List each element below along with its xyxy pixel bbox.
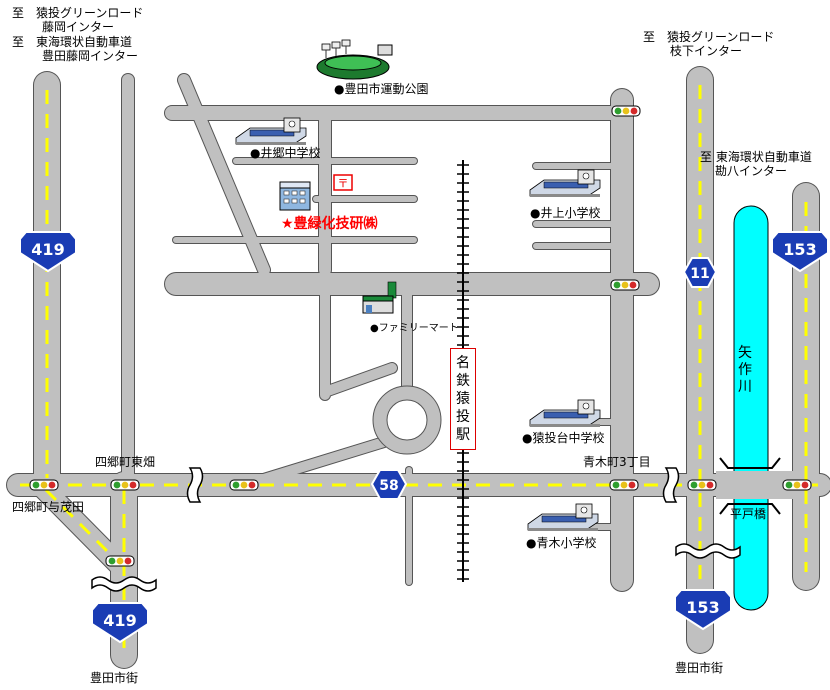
traffic-light-icon bbox=[229, 479, 259, 491]
traffic-light-icon bbox=[29, 479, 59, 491]
traffic-light-icon bbox=[687, 479, 717, 491]
dest-label-nw-1: 至 猿投グリーンロード bbox=[12, 6, 144, 20]
river-yahagi bbox=[733, 205, 769, 611]
dest-label-e-2: 勘八インター bbox=[715, 164, 788, 178]
dest-label-nw-2: 藤岡インター bbox=[42, 20, 115, 34]
school-icon bbox=[529, 399, 601, 427]
route-153-shield-south: 153 bbox=[674, 589, 732, 631]
school-icon bbox=[235, 117, 601, 531]
route-58-shield: 58 bbox=[370, 469, 408, 500]
traffic-light-icon bbox=[105, 555, 135, 567]
school-icon bbox=[527, 503, 599, 531]
dest-label-ne-2: 枝下インター bbox=[670, 44, 743, 58]
intersection-aoki: 青木町3丁目 bbox=[583, 455, 651, 469]
dest-label-nw-4: 豊田藤岡インター bbox=[42, 49, 139, 63]
traffic-light-icon bbox=[611, 105, 641, 117]
intersection-shigo-yomoda: 四郷町与茂田 bbox=[12, 500, 85, 514]
station-label: 名鉄猿投駅 bbox=[456, 355, 470, 443]
traffic-light-icon bbox=[610, 279, 640, 291]
familymart-icon bbox=[362, 281, 397, 314]
traffic-lights bbox=[29, 105, 812, 567]
stadium-label: ●豊田市運動公園 bbox=[334, 82, 429, 96]
company-building-icon bbox=[279, 181, 311, 211]
es-inoue-label: ●井上小学校 bbox=[530, 206, 601, 220]
roundabout bbox=[372, 385, 442, 455]
traffic-light-icon bbox=[782, 479, 812, 491]
route-153-shield: 153 bbox=[771, 231, 829, 273]
jhs-sanagedai-label: ●猿投台中学校 bbox=[522, 431, 605, 445]
dest-label-ne-1: 至 猿投グリーンロード bbox=[643, 30, 775, 44]
station-sign: 名鉄猿投駅 bbox=[450, 348, 476, 450]
traffic-light-icon bbox=[110, 479, 140, 491]
jhs-igo-label: ●井郷中学校 bbox=[250, 146, 321, 160]
river-label: 矢作川 bbox=[738, 345, 752, 395]
company-label: ★豊緑化技研㈱ bbox=[281, 216, 378, 232]
dest-label-e-1: 至 東海環状自動車道 bbox=[700, 150, 812, 164]
route-shields: 419 419 153 153 11 58 bbox=[19, 231, 829, 644]
stadium-icon bbox=[316, 39, 393, 80]
dest-label-nw-3: 至 東海環状自動車道 bbox=[12, 35, 133, 49]
svg-text:〒: 〒 bbox=[338, 177, 349, 190]
es-aoki-label: ●青木小学校 bbox=[526, 536, 597, 550]
route-58-label: 58 bbox=[379, 478, 398, 494]
toyota-city-sw: 豊田市街 bbox=[90, 671, 139, 685]
familymart-label: ●ファミリーマート bbox=[370, 323, 459, 334]
route-419-shield: 419 bbox=[19, 231, 77, 273]
school-icon bbox=[235, 117, 307, 145]
intersection-shigo-higashi: 四郷町東畑 bbox=[95, 455, 156, 469]
post-office-icon: 〒 bbox=[333, 174, 353, 191]
route-419-south-label: 419 bbox=[103, 611, 136, 630]
route-11-label: 11 bbox=[690, 266, 709, 282]
traffic-light-icon bbox=[609, 479, 639, 491]
route-419-shield-south: 419 bbox=[91, 602, 149, 644]
route-419-label: 419 bbox=[31, 240, 64, 259]
road-breaks bbox=[91, 467, 741, 592]
toyota-city-se: 豊田市街 bbox=[675, 661, 724, 675]
route-153-label: 153 bbox=[783, 240, 816, 259]
route-11-shield: 11 bbox=[682, 257, 718, 288]
route-153-south-label: 153 bbox=[686, 598, 719, 617]
bridge-label: 平戸橋 bbox=[730, 507, 767, 521]
school-icon bbox=[529, 169, 601, 197]
